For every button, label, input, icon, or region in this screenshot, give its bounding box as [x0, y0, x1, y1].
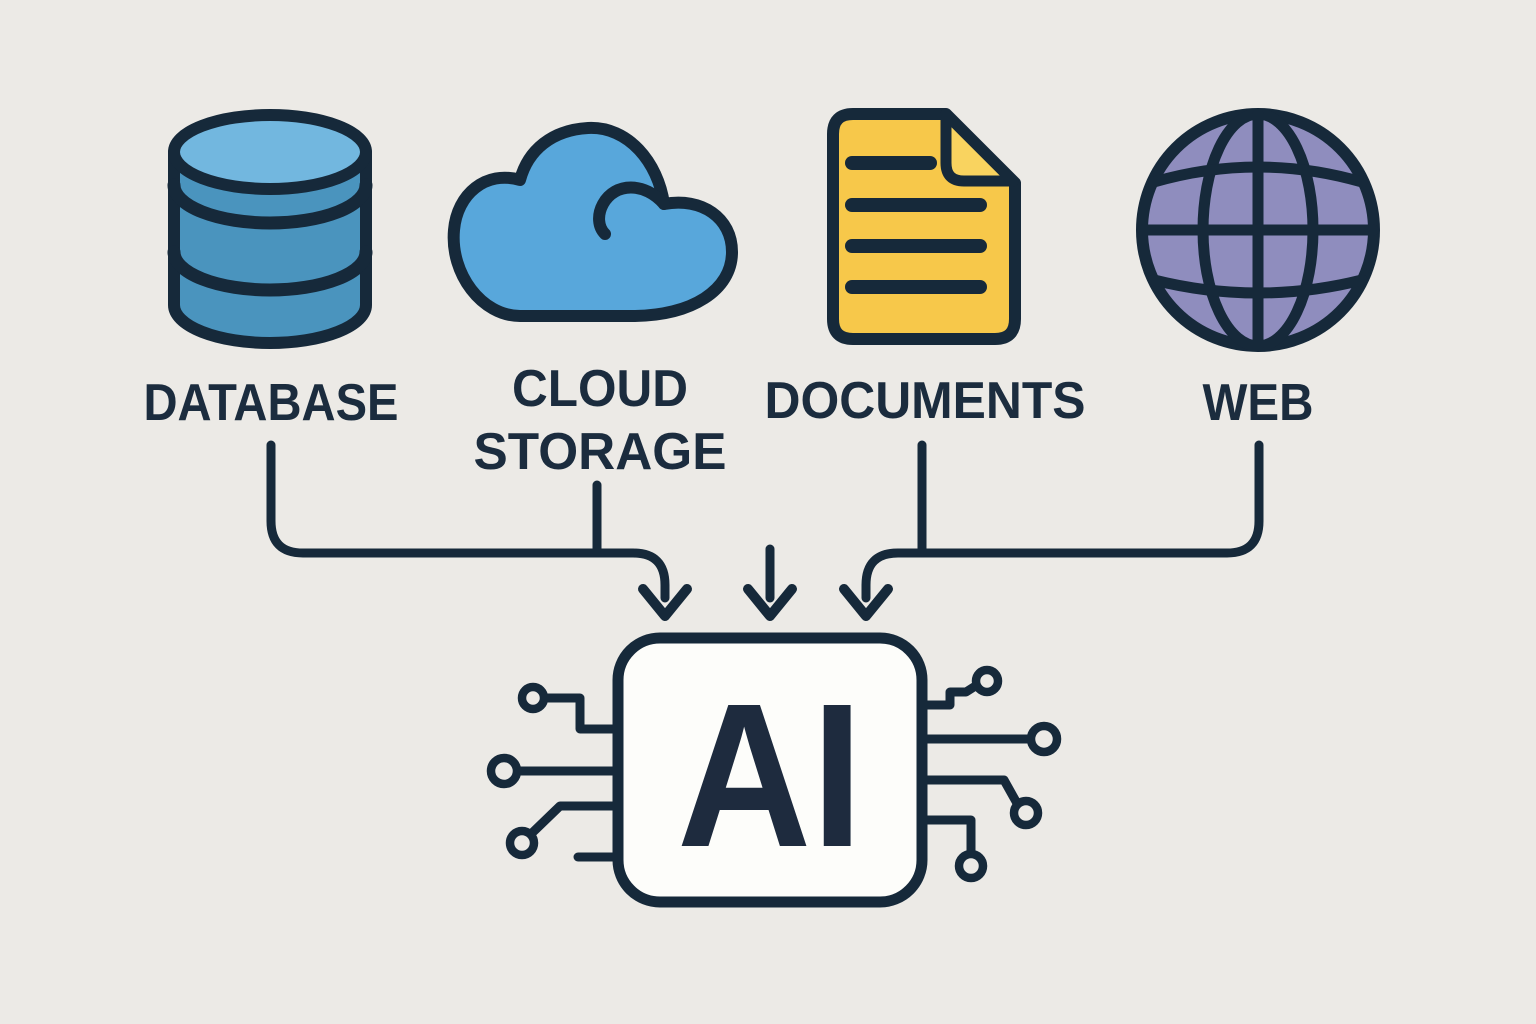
database-band [167, 178, 373, 230]
documents-label: DOCUMENTS [765, 372, 1086, 430]
circuit-trace-right [917, 775, 1023, 810]
circuit-node [954, 849, 988, 883]
ai-chip-icon: AI [486, 632, 1062, 908]
web-label: WEB [1203, 374, 1314, 432]
circuit-trace-right [917, 815, 976, 859]
document-icon [827, 108, 1021, 345]
circuit-node [517, 682, 549, 714]
arrowhead-middle [743, 584, 797, 621]
circuit-node [486, 753, 522, 789]
cloud-icon [447, 121, 738, 322]
connectors [266, 440, 1264, 621]
database-icon [167, 109, 373, 349]
connector-database-cloud [266, 440, 670, 603]
cloud-curl [593, 181, 670, 240]
circuit-node [971, 665, 1003, 697]
database-band [167, 245, 373, 297]
circuit-node [505, 826, 539, 860]
cloud-storage-label-line2: STORAGE [474, 423, 727, 481]
document-fold [940, 108, 1019, 187]
arrowhead-right [839, 584, 893, 621]
circuit-trace-left [526, 801, 623, 839]
globe-latitude-lower [1148, 274, 1368, 299]
document-page [827, 108, 1021, 345]
ai-chip-label: AI [677, 661, 863, 890]
database-label: DATABASE [144, 374, 399, 432]
circuit-trace-left [539, 693, 623, 734]
cloud-body [447, 121, 738, 322]
arrowhead-left [638, 584, 692, 621]
circuit-trace-right [917, 680, 982, 710]
ai-chip-body [612, 632, 928, 908]
database-body [168, 146, 372, 349]
database-top [168, 109, 372, 195]
globe-icon [1136, 108, 1380, 352]
connector-web-documents [861, 440, 1264, 603]
circuit-node [1009, 796, 1043, 830]
cloud-storage-label-line1: CLOUD [512, 360, 688, 418]
circuit-node [1026, 721, 1062, 757]
globe-latitude-upper [1148, 161, 1368, 188]
